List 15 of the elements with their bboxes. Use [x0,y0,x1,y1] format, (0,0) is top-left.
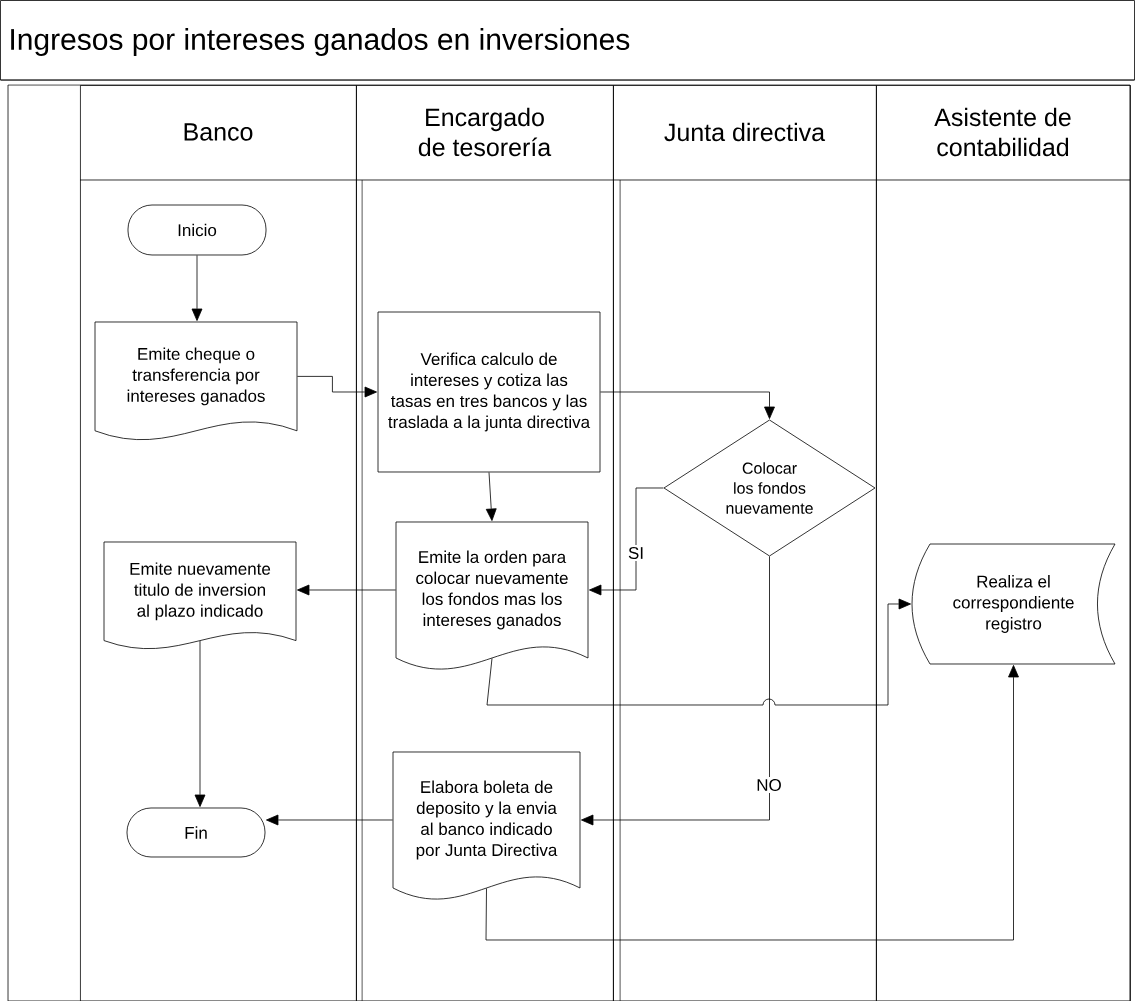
arrow [581,556,770,826]
arrow [297,584,396,596]
arrow [194,640,206,807]
arrow [600,391,775,419]
arrow [266,814,393,826]
arrow [589,487,664,596]
arrow [297,376,377,398]
arrow [191,255,203,321]
title-bar: Ingresos por intereses ganados en inversiones [0,0,1135,81]
process-box: Verifica calculo de intereses y cotiza las tasas en tres bancos y las traslada a la junta directiva [377,311,601,473]
arrow [485,472,497,521]
edge-label: NO [754,777,784,793]
arrow [486,598,911,706]
edge-label: SI [625,545,647,561]
arrow [485,665,1019,941]
